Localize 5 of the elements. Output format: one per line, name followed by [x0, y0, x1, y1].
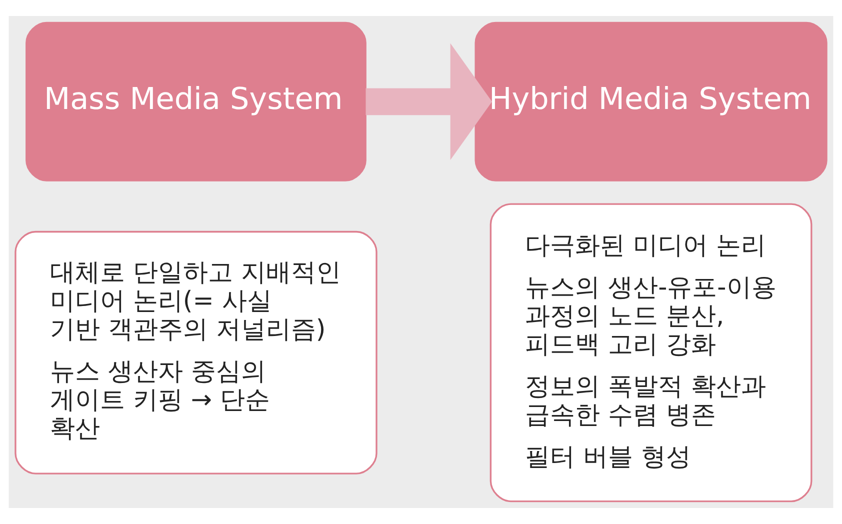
node-box: Hybrid Media System [474, 22, 828, 182]
node-box: 대체로 단일하고 지배적인 미디어 논리(= 사실 기반 객관주의 저널리즘) 뉴스 생산자 중심의 게이트 키핑 → 단순 확산 [14, 230, 378, 474]
arrow [366, 43, 492, 160]
node-box: 다극화된 미디어 논리 뉴스의 생산-유포-이용 과정의 노드 분산, 피드백 고리 강화 정보의 폭발적 확산과 급속한 수렴 병존 필터 버블 형성 [490, 203, 812, 502]
node-box: Mass Media System [26, 22, 366, 182]
